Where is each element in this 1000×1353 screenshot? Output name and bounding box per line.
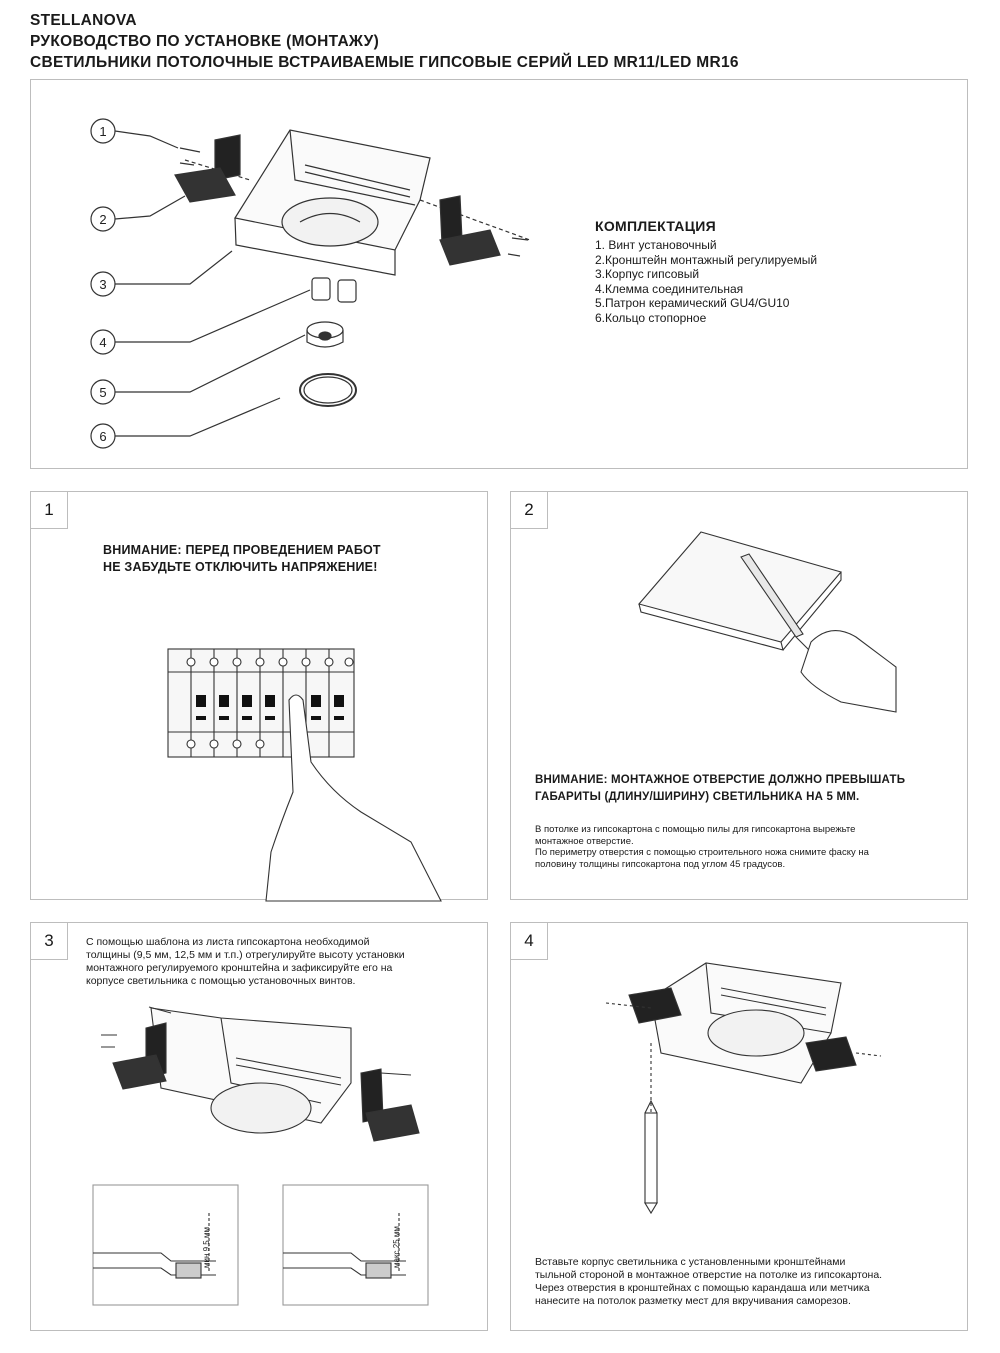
text-line: корпусе светильника с помощью установочн… <box>86 975 356 987</box>
note-line: В потолке из гипсокартона с помощью пилы… <box>535 824 856 835</box>
bracket-adjust-illustration: мин 9,5 мм макс 25 мм <box>92 1006 429 1306</box>
step-number: 1 <box>31 492 68 529</box>
note-line: По периметру отверстия с помощью строите… <box>535 847 869 858</box>
note-line: монтажное отверстие. <box>535 835 634 847</box>
step1-panel: 1 ВНИМАНИЕ: ПЕРЕД ПРОВЕДЕНИЕМ РАБОТ НЕ З… <box>30 491 488 902</box>
step2-panel: 2 ВНИМАНИЕ: МОНТАЖНОЕ ОТВЕРСТИЕ ДОЛЖНО П… <box>510 491 968 900</box>
warning-line: НЕ ЗАБУДЬТЕ ОТКЛЮЧИТЬ НАПРЯЖЕНИЕ! <box>103 560 378 574</box>
kit-item: 6.Кольцо стопорное <box>595 310 707 325</box>
text-line: С помощью шаблона из листа гипсокартона … <box>86 936 370 948</box>
step-number: 4 <box>511 923 548 960</box>
kit-item: 1. Винт установочный <box>595 238 717 252</box>
breaker-panel-illustration <box>167 648 442 902</box>
kit-item: 2.Кронштейн монтажный регулируемый <box>595 252 818 267</box>
text-line: нанесите на потолок разметку мест для вк… <box>535 1295 851 1307</box>
text-line: тыльной стороной в монтажное отверстие н… <box>535 1269 883 1281</box>
kit-list: 1. Винт установочный 2.Кронштейн монтажн… <box>595 238 817 326</box>
text-line: монтажного регулируемого кронштейна и за… <box>86 962 393 974</box>
step4-text: Вставьте корпус светильника с установлен… <box>535 1256 882 1308</box>
max-label: макс 25 мм <box>392 1226 401 1268</box>
kit-item: 5.Патрон керамический GU4/GU10 <box>595 296 790 311</box>
marking-illustration <box>605 962 882 1215</box>
document-header: STELLANOVA РУКОВОДСТВО ПО УСТАНОВКЕ (МОН… <box>30 10 739 73</box>
product-title: СВЕТИЛЬНИКИ ПОТОЛОЧНЫЕ ВСТРАИВАЕМЫЕ ГИПС… <box>30 54 739 71</box>
step-number: 2 <box>511 492 548 529</box>
step1-warning: ВНИМАНИЕ: ПЕРЕД ПРОВЕДЕНИЕМ РАБОТ НЕ ЗАБ… <box>103 542 381 576</box>
step3-panel: 3 С помощью шаблона из листа гипсокартон… <box>30 922 488 1331</box>
note-line: половину толщины гипсокартона под углом … <box>535 858 786 870</box>
warning-line: ВНИМАНИЕ: МОНТАЖНОЕ ОТВЕРСТИЕ ДОЛЖНО ПРЕ… <box>535 774 906 786</box>
step2-warning: ВНИМАНИЕ: МОНТАЖНОЕ ОТВЕРСТИЕ ДОЛЖНО ПРЕ… <box>535 772 905 806</box>
warning-line: ВНИМАНИЕ: ПЕРЕД ПРОВЕДЕНИЕМ РАБОТ <box>103 543 381 557</box>
text-line: толщины (9,5 мм, 12,5 мм и т.п.) отрегул… <box>86 949 405 961</box>
brand-name: STELLANOVA <box>30 12 137 29</box>
warning-line: ГАБАРИТЫ (ДЛИНУ/ШИРИНУ) СВЕТИЛЬНИКА НА 5… <box>535 791 860 803</box>
step2-note: В потолке из гипсокартона с помощью пилы… <box>535 824 869 870</box>
kit-title: КОМПЛЕКТАЦИЯ <box>595 218 716 234</box>
step-number: 3 <box>31 923 68 960</box>
text-line: Вставьте корпус светильника с установлен… <box>535 1256 846 1268</box>
step3-text: С помощью шаблона из листа гипсокартона … <box>86 936 405 988</box>
text-line: Через отверстия в кронштейнах с помощью … <box>535 1282 870 1294</box>
step4-panel: 4 Вставьте корпус светильника с установл… <box>510 922 968 1331</box>
min-label: мин 9,5 мм <box>202 1227 211 1268</box>
kit-item: 4.Клемма соединительная <box>595 281 744 296</box>
kit-item: 3.Корпус гипсовый <box>595 267 700 282</box>
manual-title: РУКОВОДСТВО ПО УСТАНОВКЕ (МОНТАЖУ) <box>30 33 380 50</box>
cutting-hole-illustration <box>638 531 897 713</box>
kit-panel <box>30 79 968 469</box>
